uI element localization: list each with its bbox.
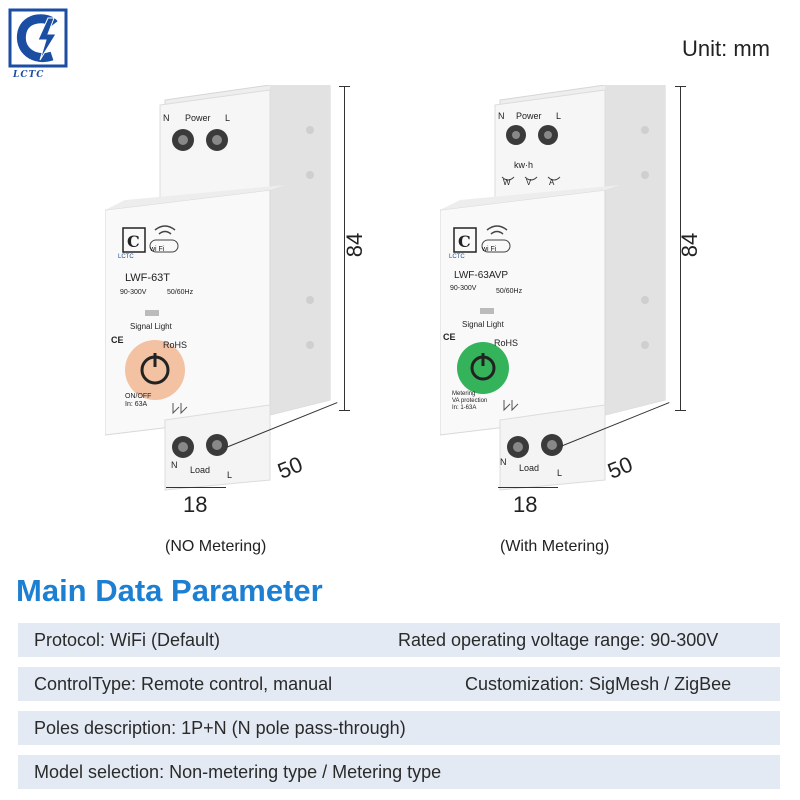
meter-icon-a: A <box>549 178 555 187</box>
bottom-load-label: Load <box>190 465 211 475</box>
rohs-label: RoHS <box>494 338 519 348</box>
wifi-label: wi Fi <box>150 246 165 253</box>
top-l-label: L <box>225 113 231 123</box>
spec-line: VA protection <box>452 398 488 404</box>
spec-line: Metering <box>452 391 476 397</box>
model-label: LWF-63T <box>125 272 171 284</box>
svg-text:C: C <box>127 232 140 251</box>
meter-label: kw·h <box>514 160 534 170</box>
freq-label: 50/60Hz <box>167 289 194 296</box>
power-button-bg <box>457 342 509 394</box>
meter-icon-w: W <box>503 178 511 187</box>
height-dimension-line <box>680 86 681 411</box>
model-label: LWF-63AVP <box>454 270 509 281</box>
spec-lines: Metering VA protection In: 1-63A <box>452 391 487 412</box>
param-right: Rated operating voltage range: 90-300V <box>398 630 719 650</box>
spec-lines: ON/OFF In: 63A <box>125 393 151 409</box>
width-dimension-line <box>166 487 226 488</box>
caption-no-metering: (NO Metering) <box>165 538 267 555</box>
device-logo-text: LCTC <box>118 254 134 260</box>
ce-mark: CE <box>443 332 456 342</box>
power-button-bg <box>125 340 185 400</box>
param-left: Poles description: 1P+N (N pole pass-thr… <box>34 718 406 738</box>
height-dimension-line <box>344 86 345 411</box>
brand-logo-text: LCTC <box>13 70 45 80</box>
height-dimension-tick <box>339 86 350 87</box>
device-no-metering: C N Power L wi Fi LCTC LWF-63T 90-300V 5… <box>104 84 355 505</box>
signal-label: Signal Light <box>130 322 172 331</box>
spec-line: ON/OFF <box>125 393 152 400</box>
bottom-n-label: N <box>171 460 178 470</box>
width-dimension: 18 <box>513 492 538 517</box>
width-dimension-line <box>498 487 558 488</box>
svg-text:C: C <box>458 232 471 251</box>
wifi-label: wi Fi <box>482 246 497 253</box>
param-row: ControlType: Remote control, manual Cust… <box>18 667 780 701</box>
top-power-label: Power <box>185 113 211 123</box>
width-dimension: 18 <box>183 492 208 517</box>
device-no-metering-drawing: C <box>104 84 331 491</box>
unit-label: Unit: mm <box>682 36 770 61</box>
height-dimension-tick <box>675 86 686 87</box>
height-dimension-tick <box>339 410 350 411</box>
param-right: Customization: SigMesh / ZigBee <box>465 674 732 694</box>
bottom-n-label: N <box>500 457 507 467</box>
section-title: Main Data Parameter <box>16 573 323 608</box>
bottom-l-label: L <box>227 470 233 480</box>
spec-line: In: 63A <box>125 401 148 408</box>
top-power-label: Power <box>516 111 542 121</box>
device-logo-text: LCTC <box>449 254 465 260</box>
voltage-label: 90-300V <box>450 285 477 292</box>
freq-label: 50/60Hz <box>496 288 523 295</box>
param-left: Model selection: Non-metering type / Met… <box>34 762 442 782</box>
top-l-label: L <box>556 111 562 121</box>
param-left: Protocol: WiFi (Default) <box>34 630 221 650</box>
caption-with-metering: (With Metering) <box>500 538 610 555</box>
spec-line: In: 1-63A <box>452 405 477 411</box>
param-row: Model selection: Non-metering type / Met… <box>18 755 780 789</box>
voltage-label: 90-300V <box>120 289 147 296</box>
top-n-label: N <box>498 111 505 121</box>
device-with-metering: C N Power L kw·h W V A wi Fi LCTC LWF-63… <box>439 84 690 505</box>
height-dimension-tick <box>675 410 686 411</box>
brand-logo <box>8 8 72 80</box>
bottom-l-label: L <box>557 468 563 478</box>
ce-mark: CE <box>111 335 124 345</box>
param-left: ControlType: Remote control, manual <box>34 674 333 694</box>
meter-icon-v: V <box>526 178 532 187</box>
height-dimension: 84 <box>677 232 703 258</box>
rohs-label: RoHS <box>163 340 188 350</box>
bottom-load-label: Load <box>519 463 540 473</box>
signal-label: Signal Light <box>462 320 504 329</box>
height-dimension: 84 <box>342 232 368 258</box>
param-row: Poles description: 1P+N (N pole pass-thr… <box>18 711 780 745</box>
top-n-label: N <box>163 113 170 123</box>
param-row: Protocol: WiFi (Default) Rated operating… <box>18 623 780 657</box>
device-with-metering-drawing: C <box>439 84 666 491</box>
